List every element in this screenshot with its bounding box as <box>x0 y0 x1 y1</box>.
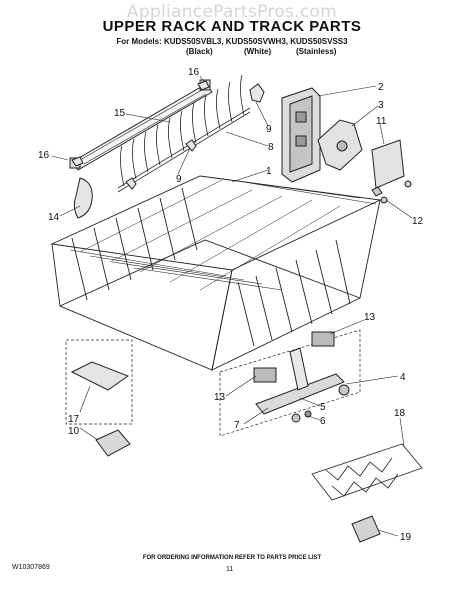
track-rail-drawing <box>69 79 213 171</box>
bracket-drawing <box>371 139 412 204</box>
callout-13-lower: 13 <box>214 392 226 403</box>
callout-3: 3 <box>378 100 384 111</box>
callout-12: 12 <box>412 216 424 227</box>
leader-lines <box>51 75 413 537</box>
watermark: AppliancePartsPros.com <box>126 2 338 22</box>
callout-16-top: 16 <box>188 67 200 78</box>
callout-8: 8 <box>268 142 274 153</box>
callout-4: 4 <box>400 372 406 383</box>
track-adjuster-drawing <box>255 347 350 423</box>
callout-2: 2 <box>378 82 384 93</box>
clip-19-drawing <box>351 515 381 543</box>
color-variant-stainless: (Stainless) <box>296 47 337 56</box>
callout-18: 18 <box>394 408 406 419</box>
roller-drawings <box>253 331 335 383</box>
cover-drawing <box>70 361 130 391</box>
color-variant-black: (Black) <box>186 47 213 56</box>
callout-13-upper: 13 <box>364 312 376 323</box>
ordering-note: FOR ORDERING INFORMATION REFER TO PARTS … <box>142 555 322 561</box>
adjuster-arm-drawing <box>317 119 363 171</box>
models-line: For Models: KUDS50SVBL3, KUDS50SVWH3, KU… <box>116 37 348 46</box>
adjuster-housing-drawing <box>281 87 321 183</box>
callout-6: 6 <box>320 416 326 427</box>
clip-10-drawing <box>95 429 131 457</box>
color-variant-white: (White) <box>244 47 272 56</box>
callout-7: 7 <box>234 420 240 431</box>
callout-16-left: 16 <box>38 150 50 161</box>
group-box-17 <box>65 339 133 425</box>
upper-rack-drawing <box>50 175 382 371</box>
rail-stop-drawing <box>311 443 423 501</box>
callout-15: 15 <box>114 108 126 119</box>
callout-17: 17 <box>68 414 80 425</box>
callout-19: 19 <box>400 532 412 543</box>
callout-5: 5 <box>320 402 326 413</box>
tine-assembly-drawing <box>117 74 251 193</box>
page-title: UPPER RACK AND TRACK PARTS <box>102 18 362 35</box>
clip-drawings <box>71 80 265 219</box>
page-number: 11 <box>226 566 234 573</box>
document-number: W10307869 <box>12 564 50 571</box>
callout-9-lower: 9 <box>176 174 182 185</box>
callout-1: 1 <box>266 166 272 177</box>
callout-11: 11 <box>376 116 387 127</box>
callout-14: 14 <box>48 212 60 223</box>
callout-10: 10 <box>68 426 80 437</box>
callout-9-upper: 9 <box>266 124 272 135</box>
